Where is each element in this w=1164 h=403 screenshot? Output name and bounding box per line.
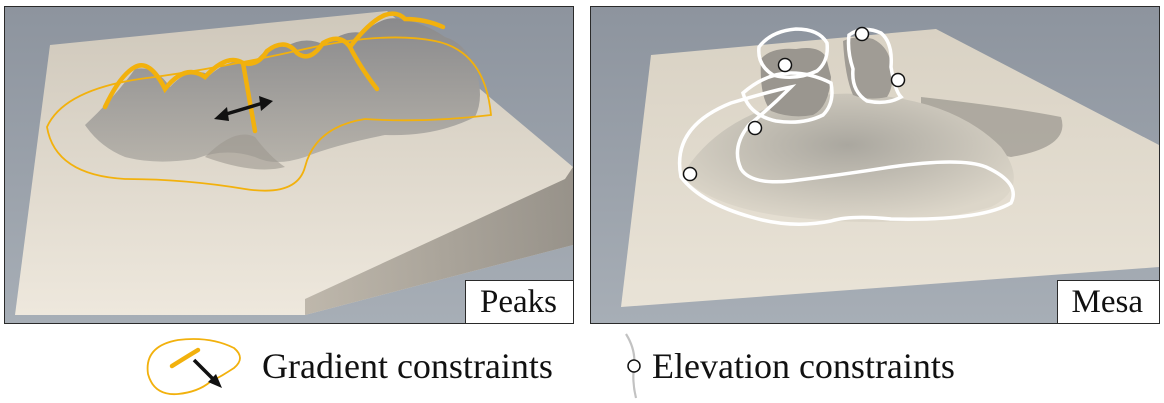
elevation-points bbox=[682, 26, 906, 182]
panel-peaks: Peaks bbox=[4, 6, 574, 324]
gradient-direction-arrow bbox=[214, 96, 273, 121]
gradient-region-outline bbox=[46, 36, 492, 192]
elevation-point bbox=[747, 120, 763, 136]
elevation-point bbox=[682, 166, 698, 182]
gradient-ridge-main bbox=[102, 11, 446, 110]
ridge-shadow bbox=[205, 134, 285, 170]
elevation-point bbox=[890, 72, 906, 88]
elevation-contour-outer bbox=[677, 84, 1015, 226]
elevation-point bbox=[854, 26, 870, 42]
gradient-ridge-branch-1 bbox=[240, 60, 258, 134]
legend-gradient-label: Gradient constraints bbox=[262, 346, 553, 386]
terrain-side bbox=[305, 167, 573, 315]
elevation-contour-middle bbox=[741, 71, 834, 124]
gradient-ridge-branch-2 bbox=[347, 44, 380, 92]
mesa-hill bbox=[681, 93, 1014, 223]
elevation-contour-top-left bbox=[757, 27, 830, 79]
panel-label-peaks: Peaks bbox=[465, 280, 573, 323]
panel-label-mesa: Mesa bbox=[1056, 280, 1159, 323]
panel-mesa: Mesa bbox=[590, 6, 1160, 324]
elevation-point bbox=[777, 57, 793, 73]
elevation-contour-top-right bbox=[846, 27, 904, 105]
mesa-terrain-render bbox=[621, 26, 1159, 307]
gradient-constraint-legend-icon bbox=[146, 338, 241, 396]
mountain-range bbox=[85, 18, 480, 162]
legend-elevation-label: Elevation constraints bbox=[652, 346, 955, 386]
peaks-terrain-render bbox=[15, 11, 573, 315]
elevation-constraint-legend-icon bbox=[625, 333, 641, 399]
